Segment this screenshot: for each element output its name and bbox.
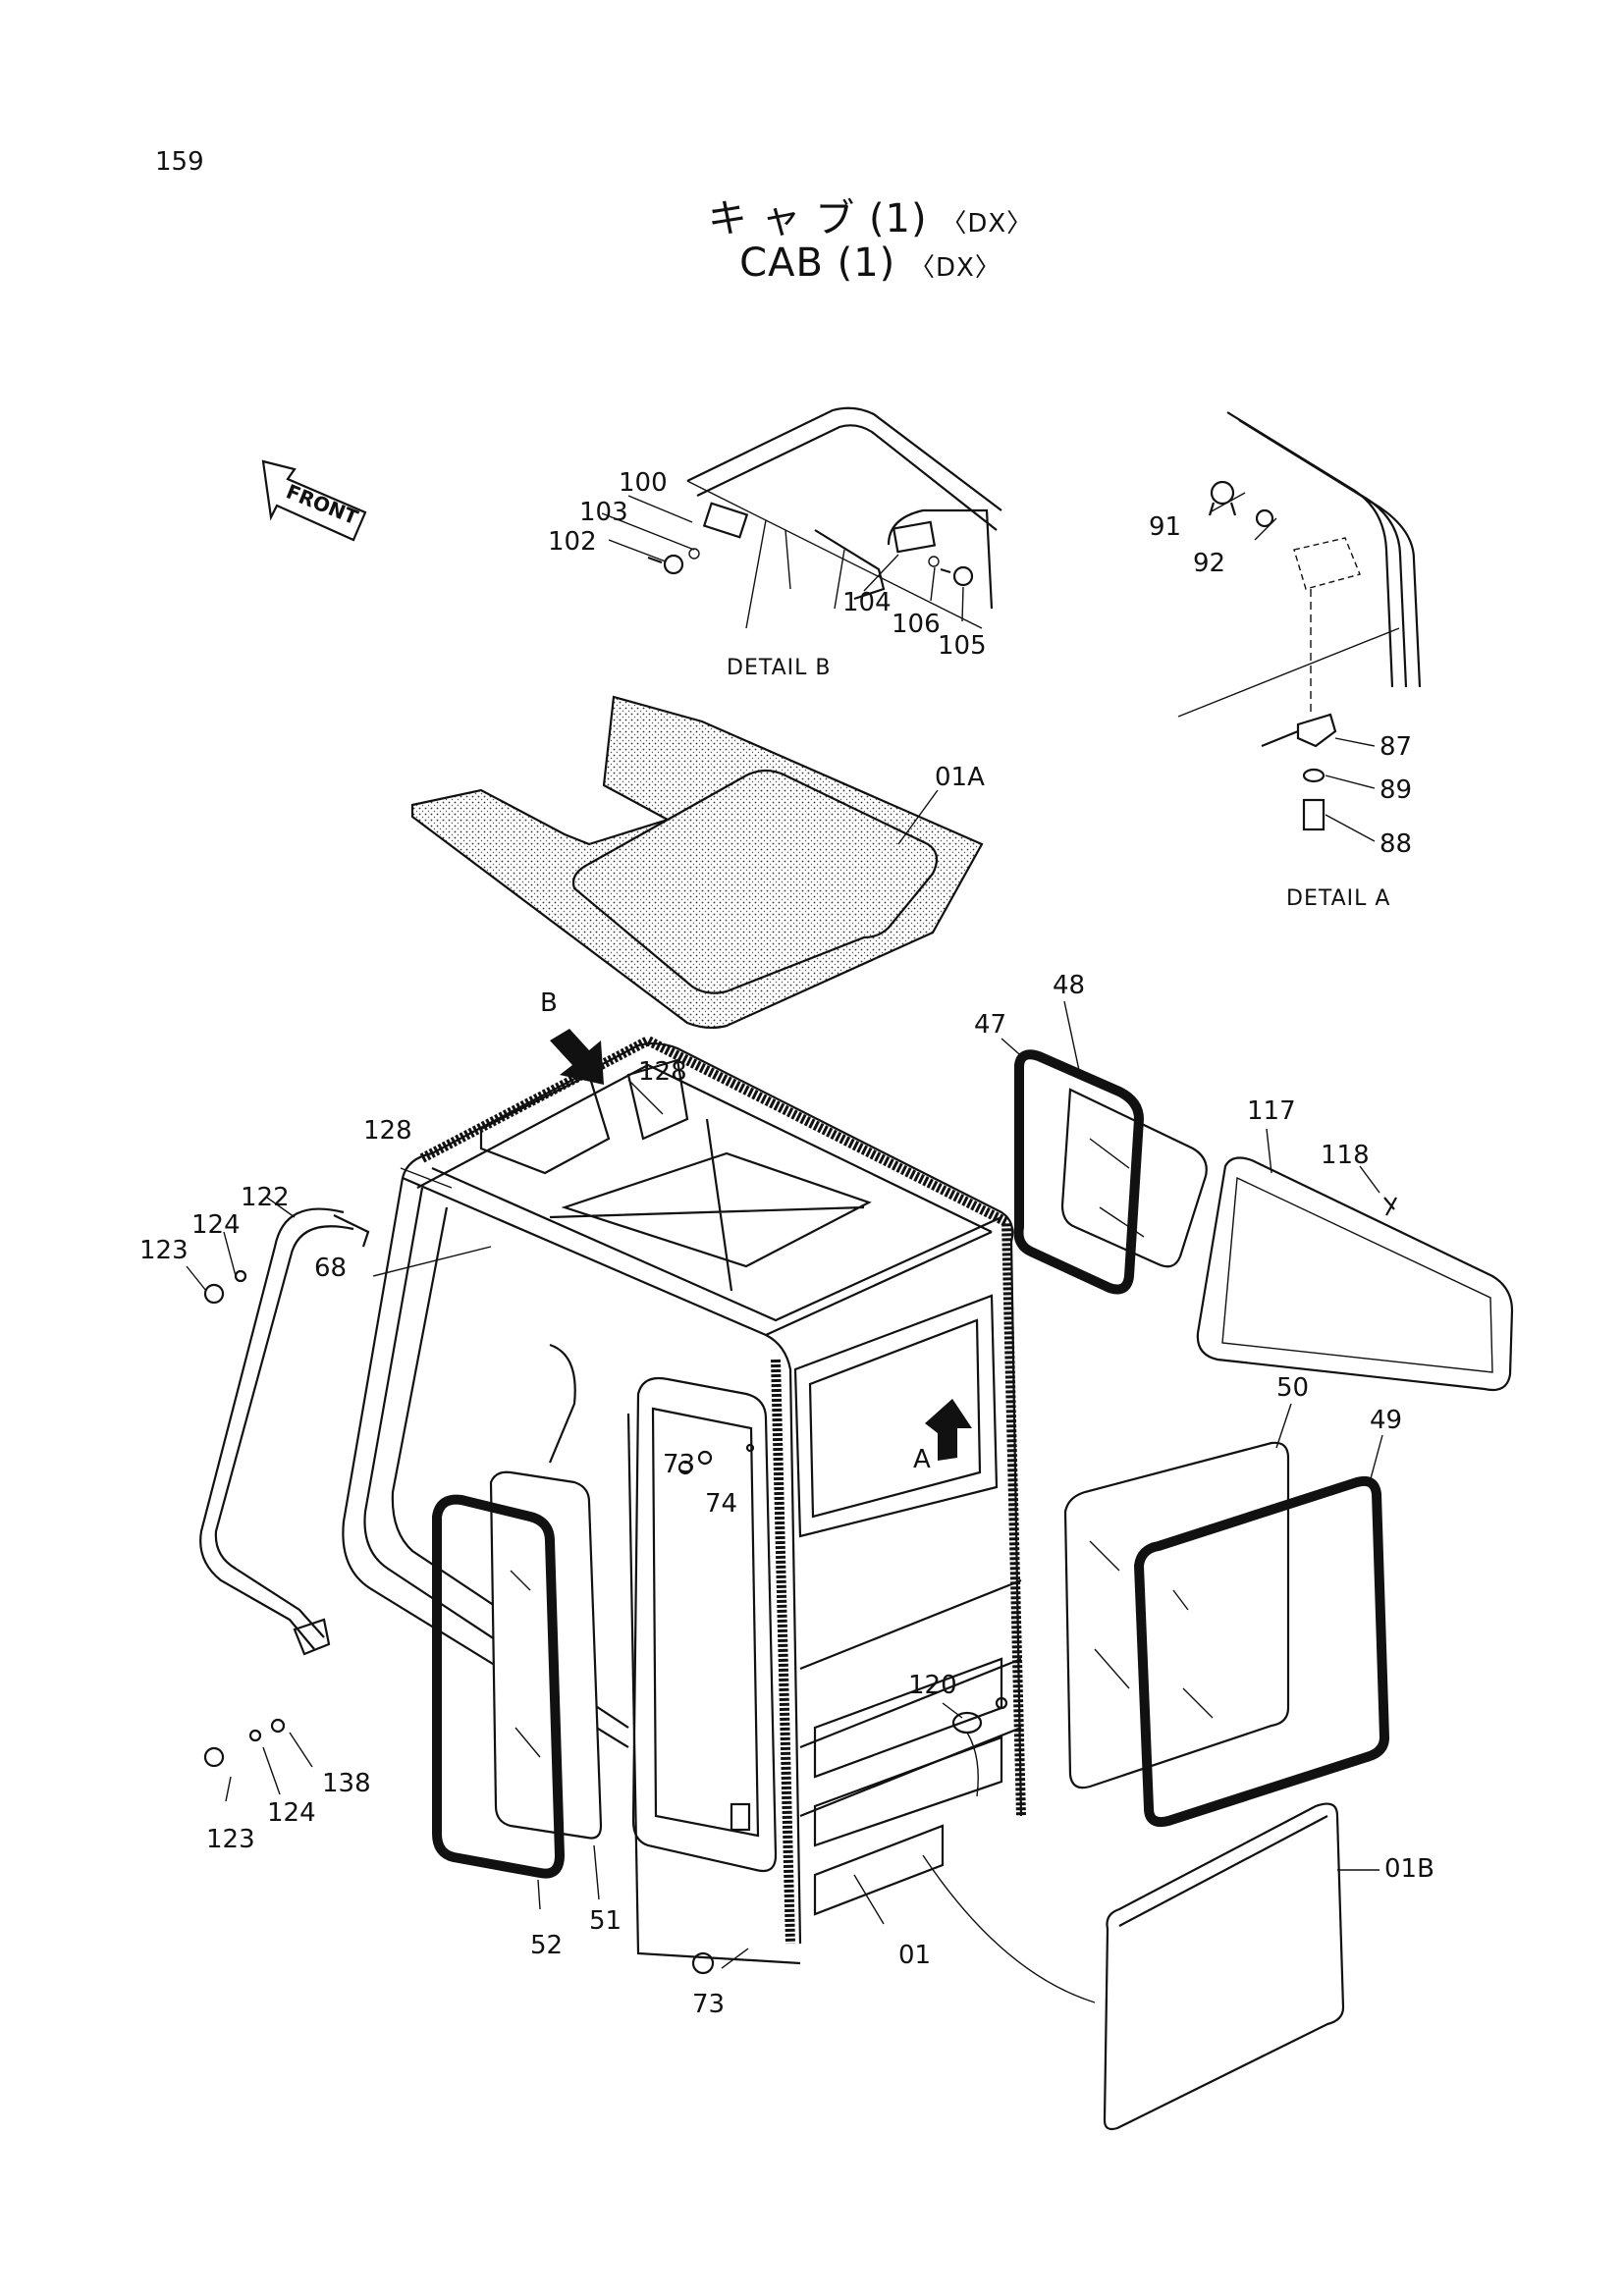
label-73b: 73 [692,1990,725,2019]
label-102: 102 [548,527,597,557]
rear-glass-50 [1063,1441,1290,1789]
view-marker-b: B [540,988,604,1085]
rear-glass-117 [1196,1156,1514,1392]
title-japanese-text: キ ャ ブ (1) [707,196,928,241]
label-89: 89 [1380,775,1412,805]
label-120: 120 [908,1671,957,1700]
label-105: 105 [938,631,987,661]
label-124a: 124 [191,1210,241,1240]
rear-seal-49 [1134,1475,1389,1828]
detail-b-caption: DETAIL B [727,656,831,680]
label-49: 49 [1370,1406,1402,1435]
label-123a: 123 [139,1236,189,1265]
label-50: 50 [1276,1373,1309,1403]
page-number: 159 [155,147,204,177]
label-73a: 73 [663,1450,695,1479]
label-74: 74 [705,1489,737,1519]
label-68: 68 [314,1254,347,1283]
title-variant-en: 〈DX〉 [908,253,1001,283]
label-118: 118 [1321,1141,1370,1170]
headliner-01a [410,695,984,1030]
title-english-text: CAB (1) [739,240,896,286]
label-48: 48 [1053,971,1085,1000]
label-47: 47 [974,1010,1006,1040]
label-117: 117 [1247,1096,1296,1126]
handrail-122 [186,1197,370,1802]
label-124b: 124 [267,1798,316,1828]
label-92: 92 [1193,549,1225,578]
cab-body-01 [342,1036,1026,1975]
label-106: 106 [892,610,941,639]
label-123b: 123 [206,1825,255,1854]
label-87: 87 [1380,732,1412,762]
cover-01b [922,1802,1345,2131]
label-122: 122 [241,1183,290,1212]
label-104: 104 [842,588,892,617]
view-marker-a-label: A [913,1445,931,1474]
view-marker-b-label: B [540,988,558,1018]
label-01: 01 [898,1941,931,1970]
side-seal-47 [1013,1049,1144,1295]
detail-a-view [1177,411,1422,842]
label-138: 138 [322,1769,371,1798]
label-128a: 128 [638,1057,687,1087]
door-glass-51 [489,1470,603,1840]
front-arrow-icon: FRONT [261,459,367,542]
door-seal-52 [432,1494,565,1879]
label-52: 52 [530,1931,563,1960]
label-01a: 01A [935,763,985,792]
label-88: 88 [1380,829,1412,859]
label-51: 51 [589,1906,622,1936]
label-103: 103 [579,498,628,527]
detail-b-view [601,406,1002,629]
label-01b: 01B [1384,1854,1434,1884]
front-label: FRONT [283,479,361,529]
label-128b: 128 [363,1116,412,1146]
title-english: CAB (1) 〈DX〉 [59,240,1623,286]
label-91: 91 [1149,512,1181,542]
detail-a-caption: DETAIL A [1286,886,1390,911]
title-japanese: キ ャ ブ (1) 〈DX〉 [59,187,1623,243]
title-variant-jp: 〈DX〉 [941,209,1034,239]
view-marker-a: A [913,1399,972,1474]
label-100: 100 [619,468,668,498]
